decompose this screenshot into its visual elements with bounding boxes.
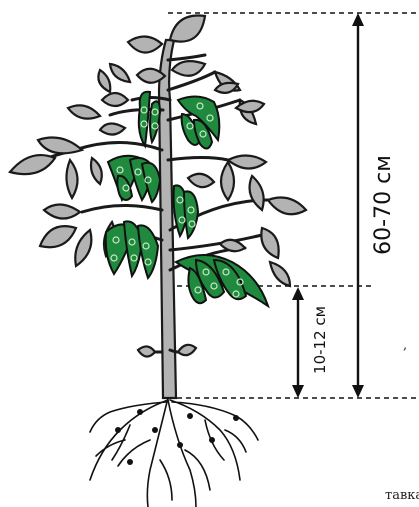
total-height-label: 60-70 см <box>371 155 396 255</box>
total-height-arrow <box>352 13 364 398</box>
roots <box>90 398 258 507</box>
main-stem <box>159 40 176 398</box>
first-pod-height-label: 10-12 см <box>311 306 329 374</box>
branches <box>42 55 268 352</box>
first-pod-height-arrow <box>292 287 304 398</box>
pods <box>106 92 268 306</box>
